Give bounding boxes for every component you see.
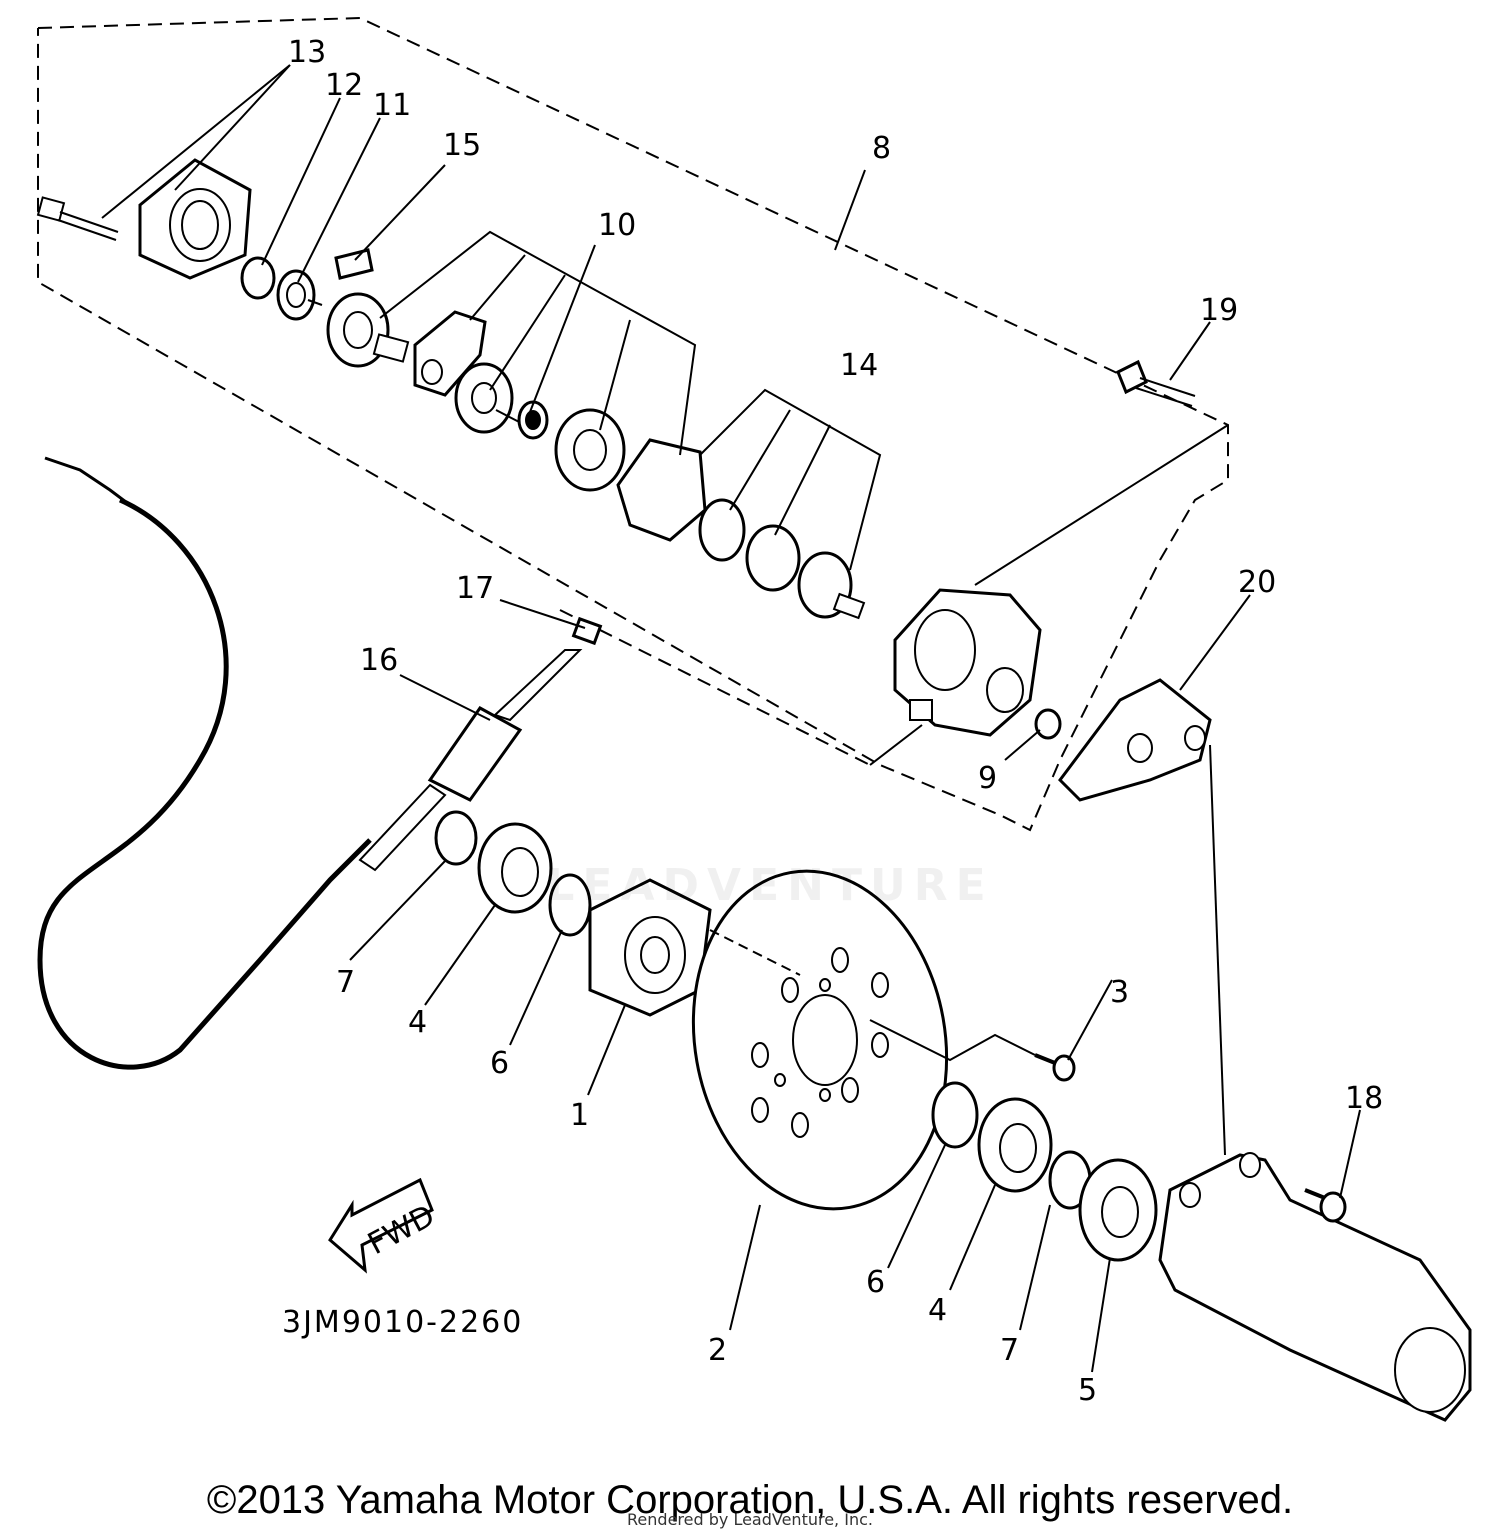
callout-3: 3 [1110, 975, 1129, 1010]
diagram-part-number: 3JM9010-2260 [282, 1305, 523, 1340]
watermark-text: LEADVENTURE [546, 860, 994, 911]
axle-housing [1158, 1152, 1472, 1422]
callout-18: 18 [1345, 1081, 1383, 1116]
part-4-bearing-right [977, 1097, 1053, 1193]
callout-17: 17 [456, 571, 494, 606]
leader-lines [101, 64, 1361, 1373]
fwd-arrow-icon [328, 1177, 434, 1274]
callout-4-left: 4 [408, 1005, 427, 1040]
callout-1: 1 [570, 1098, 589, 1133]
part-10-gasket [616, 438, 707, 542]
part-2-brake-disc [691, 869, 949, 1211]
part-10-spring [517, 400, 549, 440]
assembly-boundary-lower [559, 609, 871, 766]
callout-7-right: 7 [1000, 1333, 1019, 1368]
callout-10: 10 [598, 208, 636, 243]
callout-13: 13 [288, 35, 326, 70]
copyright-notice: ©2013 Yamaha Motor Corporation, U.S.A. A… [206, 1478, 1294, 1522]
part-20-bracket [1058, 678, 1212, 802]
rendered-by-notice: Rendered by LeadVenture, Inc. [627, 1510, 873, 1529]
part-4-bearing-left [477, 822, 553, 914]
callout-14: 14 [840, 348, 878, 383]
part-14-o-ring [698, 498, 746, 562]
part-12-washer [240, 256, 276, 300]
brake-cable [37, 497, 372, 1070]
part-17-fitting [571, 616, 603, 646]
part-13-bolt [36, 196, 119, 241]
callout-12: 12 [325, 68, 363, 103]
callout-6-right: 6 [866, 1265, 885, 1300]
callout-20: 20 [1238, 565, 1276, 600]
part-19-bolt [1116, 359, 1196, 407]
part-10-piston [326, 292, 410, 368]
part-6-circlip-left [548, 873, 592, 937]
callout-7-left: 7 [336, 965, 355, 1000]
assembly-boundary-upper [37, 16, 1229, 832]
part-9-bleeder [1034, 708, 1062, 740]
part-10-seal-ring [554, 408, 626, 492]
part-3-bolt [1034, 1053, 1076, 1082]
caliper-body [893, 588, 1042, 737]
part-14-boot [745, 524, 801, 592]
alignment-line-hub-disc [709, 929, 801, 976]
alignment-line-axle [1209, 744, 1226, 1156]
alignment-line-disc-bolt [869, 1019, 1036, 1062]
part-cap-housing [138, 158, 252, 280]
part-18-bolt [1304, 1188, 1347, 1223]
part-11-gear [276, 269, 323, 321]
callout-11: 11 [373, 88, 411, 123]
callout-19: 19 [1200, 293, 1238, 328]
callout-16: 16 [360, 643, 398, 678]
callout-4-right: 4 [928, 1293, 947, 1328]
part-6-circlip-right [931, 1081, 979, 1149]
part-16-master-cylinder [358, 649, 583, 872]
brake-cable-end [44, 456, 131, 507]
callout-6-left: 6 [490, 1046, 509, 1081]
part-7-o-ring-left [434, 810, 478, 866]
part-14-piston [797, 551, 866, 620]
part-15-pin [334, 248, 374, 280]
callout-15: 15 [443, 128, 481, 163]
part-10-bracket [413, 310, 487, 397]
part-1-hub [588, 878, 712, 1017]
callout-5: 5 [1078, 1373, 1097, 1408]
callout-9: 9 [978, 761, 997, 796]
part-10-adjuster [454, 362, 526, 434]
part-5-seal [1078, 1158, 1158, 1262]
callout-2: 2 [708, 1333, 727, 1368]
callout-8: 8 [872, 131, 891, 166]
